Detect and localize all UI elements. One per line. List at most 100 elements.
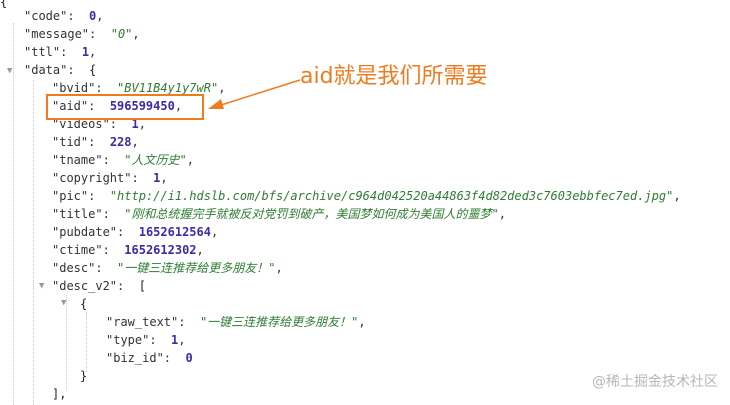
- tree-guide-data: [33, 80, 34, 405]
- json-key: "ttl": [24, 45, 61, 59]
- json-line: "tid": 228,: [52, 134, 139, 151]
- json-key: "copyright": [52, 171, 132, 185]
- json-number-value: 1: [171, 333, 179, 347]
- json-bracket: }: [80, 369, 88, 383]
- json-punct: :: [102, 207, 125, 221]
- json-number-value: 1652612564: [138, 225, 211, 239]
- json-punct: :: [163, 351, 186, 365]
- json-line: }: [80, 368, 87, 385]
- json-key: "pic": [52, 189, 89, 203]
- json-punct: :: [117, 279, 139, 293]
- json-line: "desc": "一键三连推荐给更多朋友！",: [52, 260, 283, 277]
- json-punct: ,: [186, 153, 194, 167]
- json-number-value: 1652612302: [124, 243, 197, 257]
- json-line: "type": 1,: [106, 332, 186, 349]
- json-punct: ,: [138, 117, 146, 131]
- json-punct: :: [95, 81, 118, 95]
- json-number-value: 1: [81, 45, 90, 59]
- json-key: "bvid": [52, 81, 96, 95]
- json-line: "code": 0,: [24, 8, 104, 25]
- json-string-value: "一键三连推荐给更多朋友！": [199, 315, 359, 329]
- json-number-value: 0: [89, 9, 97, 23]
- json-key: "videos": [52, 117, 110, 131]
- json-number-value: 1: [153, 171, 161, 185]
- json-line: "pubdate": 1652612564,: [52, 224, 218, 241]
- json-line: "bvid": "BV11B4y1y7wR",: [52, 80, 225, 97]
- json-key: "type": [106, 333, 150, 347]
- json-punct: :: [102, 153, 125, 167]
- json-key: "raw_text": [106, 315, 179, 329]
- json-punct: :: [89, 27, 111, 41]
- json-punct: ,: [178, 333, 186, 347]
- json-line: {: [80, 296, 87, 313]
- json-string-value: "刚和总统握完手就被反对党罚到破产，美国梦如何成为美国人的噩梦": [124, 207, 499, 221]
- json-punct: ,: [498, 207, 506, 221]
- json-punct: ,: [196, 243, 204, 257]
- json-string-value: "0": [110, 27, 133, 41]
- json-punct: :: [67, 9, 90, 23]
- json-number-value: 1: [131, 117, 139, 131]
- json-key: "message": [24, 27, 90, 41]
- json-bracket: {: [80, 297, 88, 311]
- json-key: "code": [24, 9, 68, 23]
- json-punct: ,: [210, 225, 219, 239]
- annotation-text: aid就是我们所需要: [300, 64, 488, 89]
- json-punct: :: [88, 135, 110, 149]
- json-punct: ,: [160, 171, 168, 185]
- json-key: "desc_v2": [52, 279, 118, 293]
- watermark: @稀土掘金技术社区: [592, 374, 718, 390]
- json-string-value: "一键三连推荐给更多朋友！": [117, 261, 276, 275]
- json-key: "title": [52, 207, 103, 221]
- json-line: "videos": 1,: [52, 116, 146, 133]
- json-string-value: "BV11B4y1y7wR": [117, 81, 219, 95]
- json-number-value: 0: [185, 351, 193, 365]
- json-punct: :: [149, 333, 172, 347]
- collapse-object-toggle-icon[interactable]: ▼: [61, 298, 67, 308]
- json-line: "aid": 596599450,: [52, 98, 182, 115]
- json-line: "tname": "人文历史",: [52, 152, 194, 169]
- collapse-desc-v2-toggle-icon[interactable]: ▼: [39, 281, 45, 291]
- json-line: ],: [52, 386, 66, 403]
- json-bracket: ],: [52, 387, 67, 401]
- json-key: "data": [24, 63, 68, 77]
- json-line: "biz_id": 0: [106, 350, 193, 367]
- json-key: "ctime": [52, 243, 103, 257]
- json-line: "ctime": 1652612302,: [52, 242, 204, 259]
- aid-highlight-box: [46, 94, 204, 120]
- json-punct: :: [178, 315, 200, 329]
- json-punct: :: [95, 261, 118, 275]
- collapse-data-toggle-icon[interactable]: ▼: [7, 66, 13, 76]
- json-line: "data": {: [24, 62, 96, 79]
- json-punct: :: [60, 45, 82, 59]
- json-bracket: [: [138, 279, 146, 293]
- json-number-value: 228: [109, 135, 132, 149]
- json-punct: ,: [174, 99, 183, 113]
- json-punct: :: [117, 225, 139, 239]
- json-punct: ,: [218, 81, 226, 95]
- json-punct: :: [88, 189, 110, 203]
- json-punct: :: [109, 117, 132, 131]
- json-punct: :: [88, 99, 110, 113]
- tree-guide-root: [13, 23, 14, 405]
- json-number-value: 596599450: [109, 99, 175, 113]
- json-punct: :: [102, 243, 125, 257]
- json-key: "tname": [52, 153, 103, 167]
- json-punct: ,: [89, 45, 97, 59]
- json-line: "message": "0",: [24, 26, 140, 43]
- json-key: "desc": [52, 261, 96, 275]
- json-punct: ,: [275, 261, 283, 275]
- tree-guide-desc-v2: [66, 295, 67, 390]
- json-punct: ,: [673, 189, 681, 203]
- json-line: "title": "刚和总统握完手就被反对党罚到破产，美国梦如何成为美国人的噩梦…: [52, 206, 506, 223]
- json-key: "biz_id": [106, 351, 164, 365]
- json-bracket: {: [89, 63, 97, 77]
- json-key: "aid": [52, 99, 89, 113]
- json-line: "desc_v2": [: [52, 278, 146, 295]
- json-line: {: [0, 0, 7, 11]
- json-key: "tid": [52, 135, 89, 149]
- json-punct: :: [67, 63, 90, 77]
- json-string-value: "http://i1.hdslb.com/bfs/archive/c964d04…: [109, 189, 674, 203]
- annotation-arrow-icon: [208, 79, 301, 109]
- json-punct: ,: [131, 135, 139, 149]
- json-line: "copyright": 1,: [52, 170, 168, 187]
